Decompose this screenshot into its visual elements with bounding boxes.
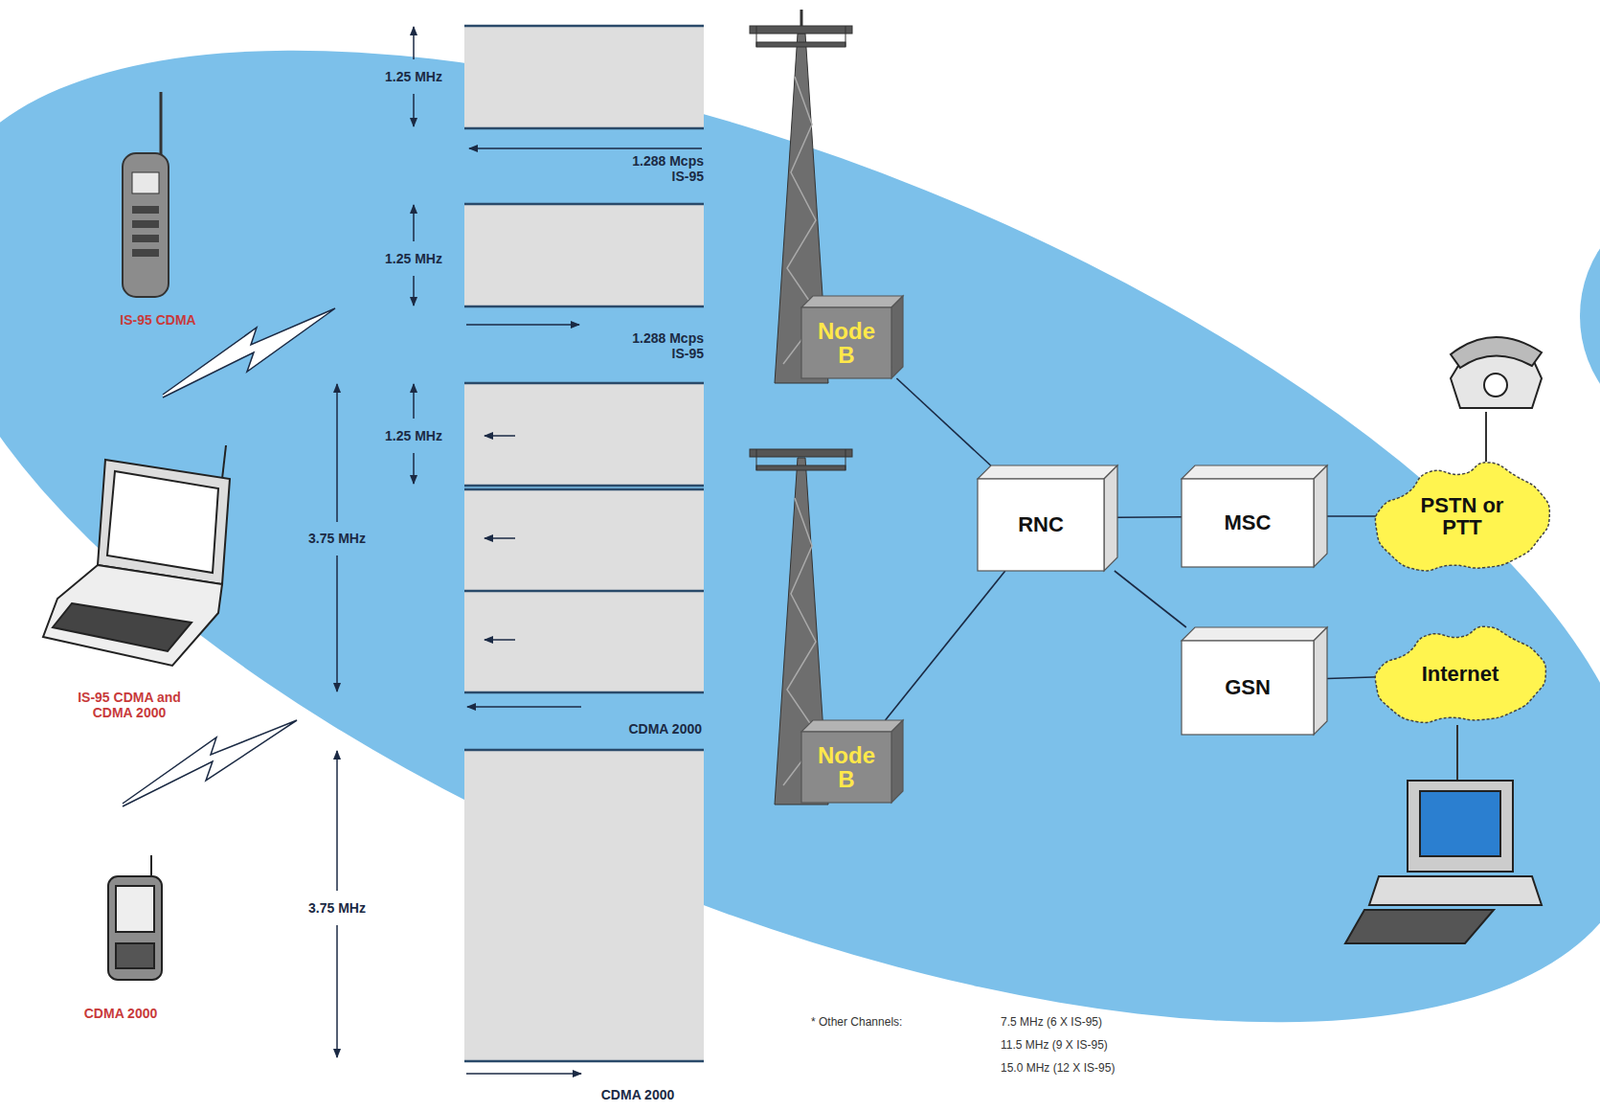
node-face: GSN [1181,640,1314,735]
laptop [43,445,230,666]
spectrum-column [337,25,704,1074]
node-face: PSTN or PTT [1398,474,1527,557]
telephone [1450,337,1542,408]
spectrum-label: 3.75 MHz [308,530,366,546]
network-line [1456,724,1459,786]
node-face: Internet [1397,637,1523,711]
footnote-text: 15.0 MHz (12 X IS-95) [1000,1061,1115,1076]
node-face: Node B [801,307,892,379]
spectrum-label: 1.288 Mcps IS-95 [615,153,704,184]
node-label: RNC [1017,513,1064,536]
computer [1345,780,1542,944]
neighbour-ellipse [1579,201,1600,431]
link-line [896,378,991,466]
device-label: CDMA 2000 [84,1005,158,1021]
spectrum-label: 1.288 Mcps IS-95 [615,330,704,361]
gsn-box: GSN [1181,627,1328,735]
device-label: IS-95 CDMA [119,312,196,328]
footnote-text: 7.5 MHz (6 X IS-95) [1000,1015,1103,1030]
spectrum-label: 3.75 MHz [308,900,366,916]
node-face: MSC [1181,478,1314,567]
radio-link [122,720,297,807]
phone-line [1485,411,1488,462]
spectrum-label: 1.25 MHz [384,250,443,267]
link-line [1117,516,1182,519]
spectrum-label: CDMA 2000 [601,1086,676,1103]
spectrum-label: 1.25 MHz [384,68,443,85]
node-face: RNC [977,478,1105,571]
spectrum-label: CDMA 2000 [628,721,702,737]
node-b-box: Node B [801,295,903,379]
spectrum-label: 1.25 MHz [384,428,443,444]
node-label: GSN [1224,676,1271,699]
link-line [885,570,1006,721]
footnote-text: * Other Channels: [811,1015,902,1030]
is95-phone [122,91,169,297]
rnc-box: RNC [977,465,1118,571]
node-label: PSTN or PTT [1409,494,1515,539]
node-label: MSC [1224,511,1272,534]
node-face: Node B [801,731,892,803]
msc-box: MSC [1181,465,1328,567]
footnote-text: 11.5 MHz (9 X IS-95) [1000,1038,1108,1053]
cdma2000-phone [108,855,162,980]
link-line [1327,676,1380,679]
link-line [1114,570,1187,628]
node-label: Node B [814,318,879,367]
node-b-box: Node B [801,720,903,803]
node-label: Internet [1421,662,1500,685]
node-label: Node B [814,743,879,791]
internet-cloud: Internet [1371,622,1550,726]
pstn-cloud: PSTN or PTT [1371,457,1554,575]
link-line [1327,515,1381,518]
device-label: IS-95 CDMA and CDMA 2000 [57,689,202,721]
